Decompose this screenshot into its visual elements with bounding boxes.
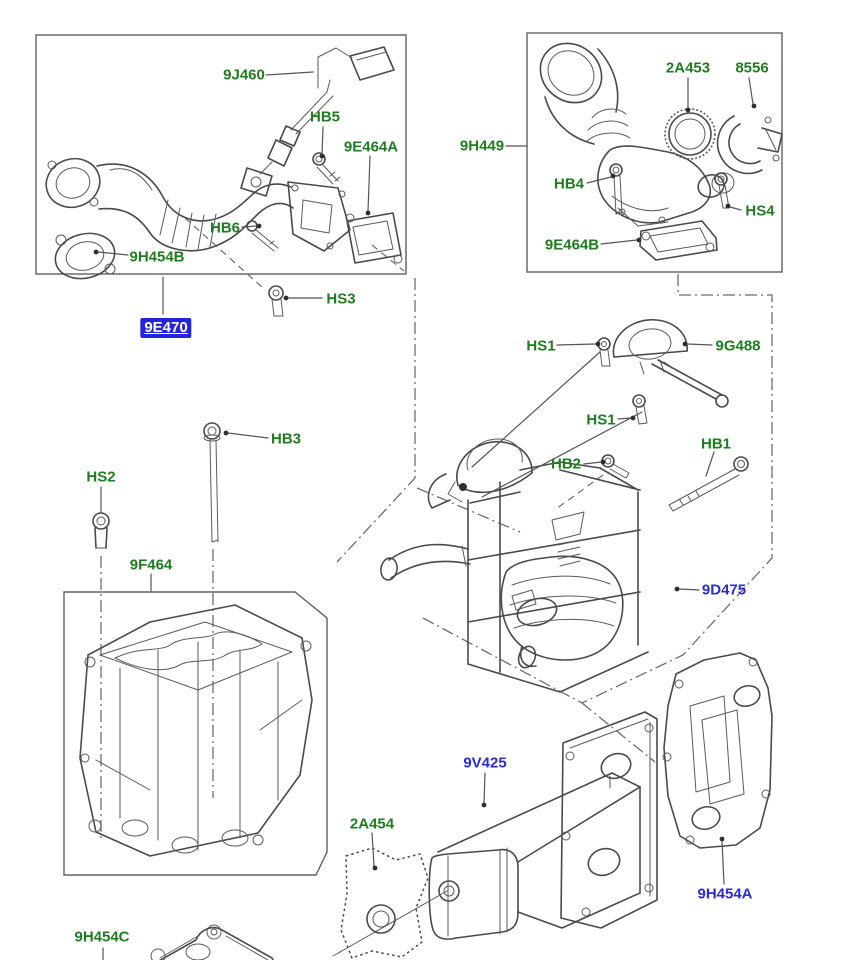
part-label-9V425[interactable]: 9V425 [463,754,507,772]
part-label-2A454[interactable]: 2A454 [349,815,395,833]
part-label-HB1[interactable]: HB1 [700,435,732,453]
part-label-9E464A[interactable]: 9E464A [343,138,399,156]
part-label-HB5[interactable]: HB5 [309,108,341,126]
part-label-9H454C[interactable]: 9H454C [74,928,130,946]
egr-hose-stub [380,543,471,581]
bolt-HB4 [609,163,623,215]
part-label-9F464[interactable]: 9F464 [129,556,173,574]
egr-cooler-9V425 [332,772,641,957]
seal-2A454 [340,847,429,959]
part-label-HB6[interactable]: HB6 [209,219,241,237]
screw-HS2 [92,512,110,549]
screw-HS1-lower [632,394,648,425]
bolt-HB1 [668,456,749,512]
part-label-8556[interactable]: 8556 [735,59,769,77]
part-label-HB4[interactable]: HB4 [553,175,585,193]
part-label-2A453[interactable]: 2A453 [665,59,711,77]
part-label-HS1-lower[interactable]: HS1 [586,411,616,429]
gasket-9H454C [150,924,274,960]
outlet-hose-9H449 [539,42,735,227]
exhaust-temp-sensor-9J460 [240,46,395,197]
association-lines [100,217,773,840]
part-label-9J460[interactable]: 9J460 [223,66,265,84]
leader-lines [93,71,757,960]
part-label-HS1-upper[interactable]: HS1 [526,337,556,355]
bolt-HB5 [312,152,341,185]
part-label-9E470-selected[interactable]: 9E470 [140,318,192,338]
part-label-9G488[interactable]: 9G488 [715,337,761,355]
part-label-HS2[interactable]: HS2 [86,468,116,486]
gasket-9H454B [54,232,116,280]
bolt-HB3 [203,422,221,543]
hose-group-box [526,32,783,273]
intake-manifold-9F464 [79,604,313,857]
part-label-HS4[interactable]: HS4 [745,202,775,220]
part-label-9E464B[interactable]: 9E464B [544,236,600,254]
exhaust-downpipe-9E470 [45,157,351,252]
gasket-9E464A [345,212,403,264]
cooler-mounting-plate [560,711,658,929]
part-label-9D475[interactable]: 9D475 [701,581,747,599]
part-label-9H449[interactable]: 9H449 [459,137,505,155]
screw-HS3 [268,285,284,317]
part-label-HB2[interactable]: HB2 [550,455,582,473]
part-label-HB3[interactable]: HB3 [270,430,302,448]
manifold-group-box [63,591,328,876]
part-label-9H454A[interactable]: 9H454A [697,885,753,903]
clamp-8556 [716,115,783,175]
part-label-HS3[interactable]: HS3 [326,290,356,308]
downpipe-group-box [35,34,407,275]
vacuum-actuator-9G488 [612,318,729,408]
gasket-9H454A [662,652,773,849]
gasket-9E464B [639,220,718,261]
screw-mount-lines [471,351,643,498]
part-label-9H454B[interactable]: 9H454B [129,248,185,266]
egr-valve-9D475 [427,438,649,693]
